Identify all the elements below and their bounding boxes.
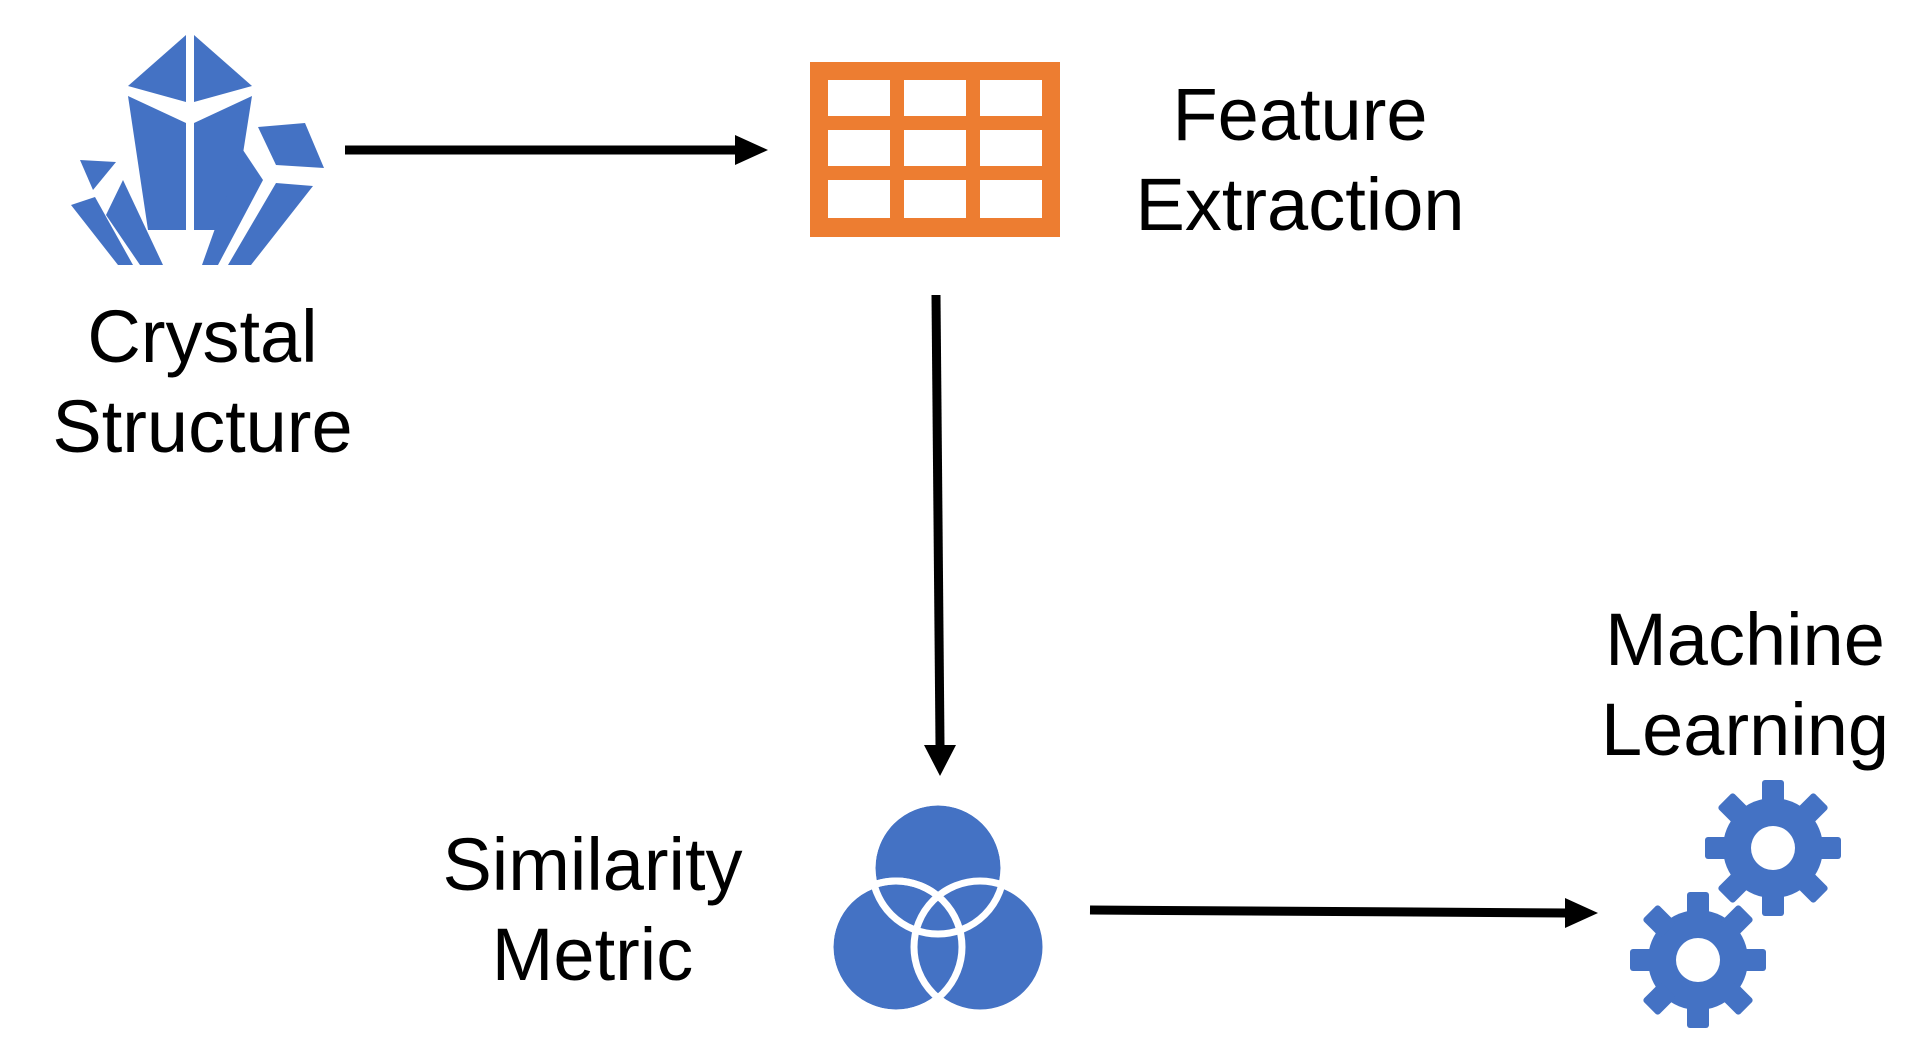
ml-label-line2: Learning [1600, 688, 1889, 771]
similarity-metric-label: Similarity Metric [420, 820, 765, 1000]
venn-diagram-icon [828, 800, 1048, 1017]
crystal-structure-label: Crystal Structure [40, 292, 365, 472]
similarity-label-line2: Metric [491, 913, 694, 996]
crystal-label-line1: Crystal [87, 295, 318, 378]
ml-label-line1: Machine [1605, 598, 1885, 681]
machine-learning-label: Machine Learning [1585, 595, 1905, 775]
crystal-icon [71, 35, 324, 265]
arrow-feature-to-similarity [924, 294, 956, 776]
table-grid-icon [810, 62, 1060, 237]
arrow-crystal-to-feature [345, 135, 768, 165]
feature-label-line2: Extraction [1135, 163, 1465, 246]
similarity-label-line1: Similarity [442, 823, 743, 906]
feature-label-line1: Feature [1172, 73, 1428, 156]
arrow-similarity-to-ml [1089, 898, 1598, 928]
feature-extraction-label: Feature Extraction [1110, 70, 1490, 250]
gears-icon [1630, 780, 1841, 1028]
crystal-label-line2: Structure [52, 385, 353, 468]
